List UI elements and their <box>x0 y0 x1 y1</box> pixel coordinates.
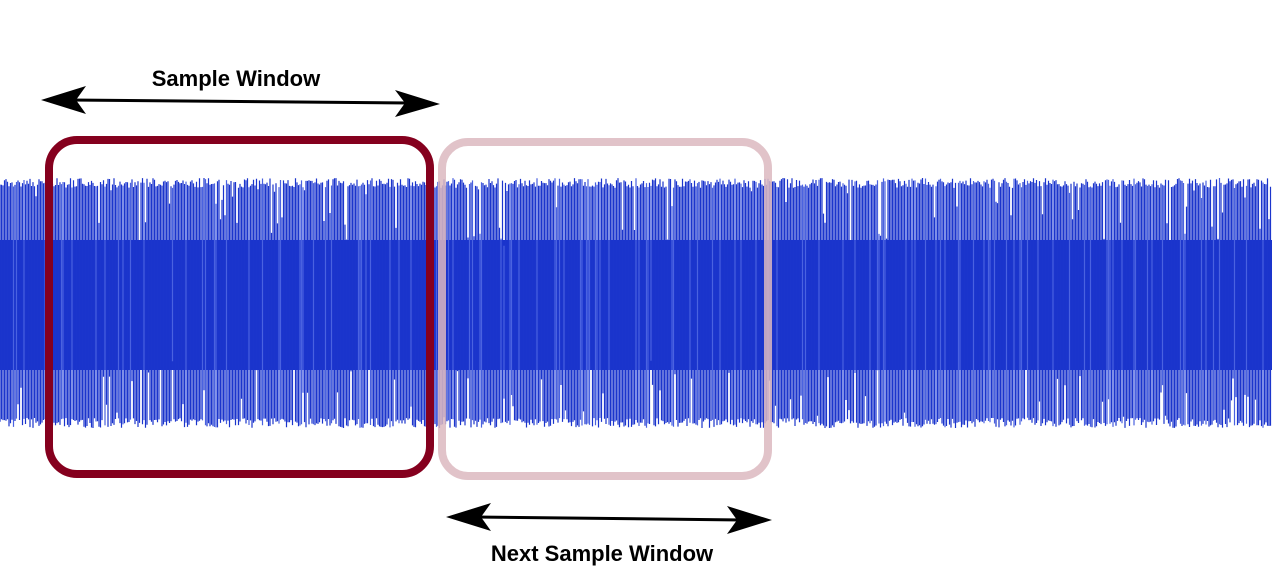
audio-waveform <box>0 178 1272 428</box>
next-sample-window-label: Next Sample Window <box>491 541 714 566</box>
sample-window-label: Sample Window <box>152 66 321 91</box>
waveform-lines <box>0 178 1272 428</box>
sample-window-span-arrow <box>41 86 440 117</box>
next-sample-window-frame <box>438 138 772 480</box>
next-sample-window-span-arrow <box>446 503 772 534</box>
sample-window-frame <box>45 136 434 478</box>
